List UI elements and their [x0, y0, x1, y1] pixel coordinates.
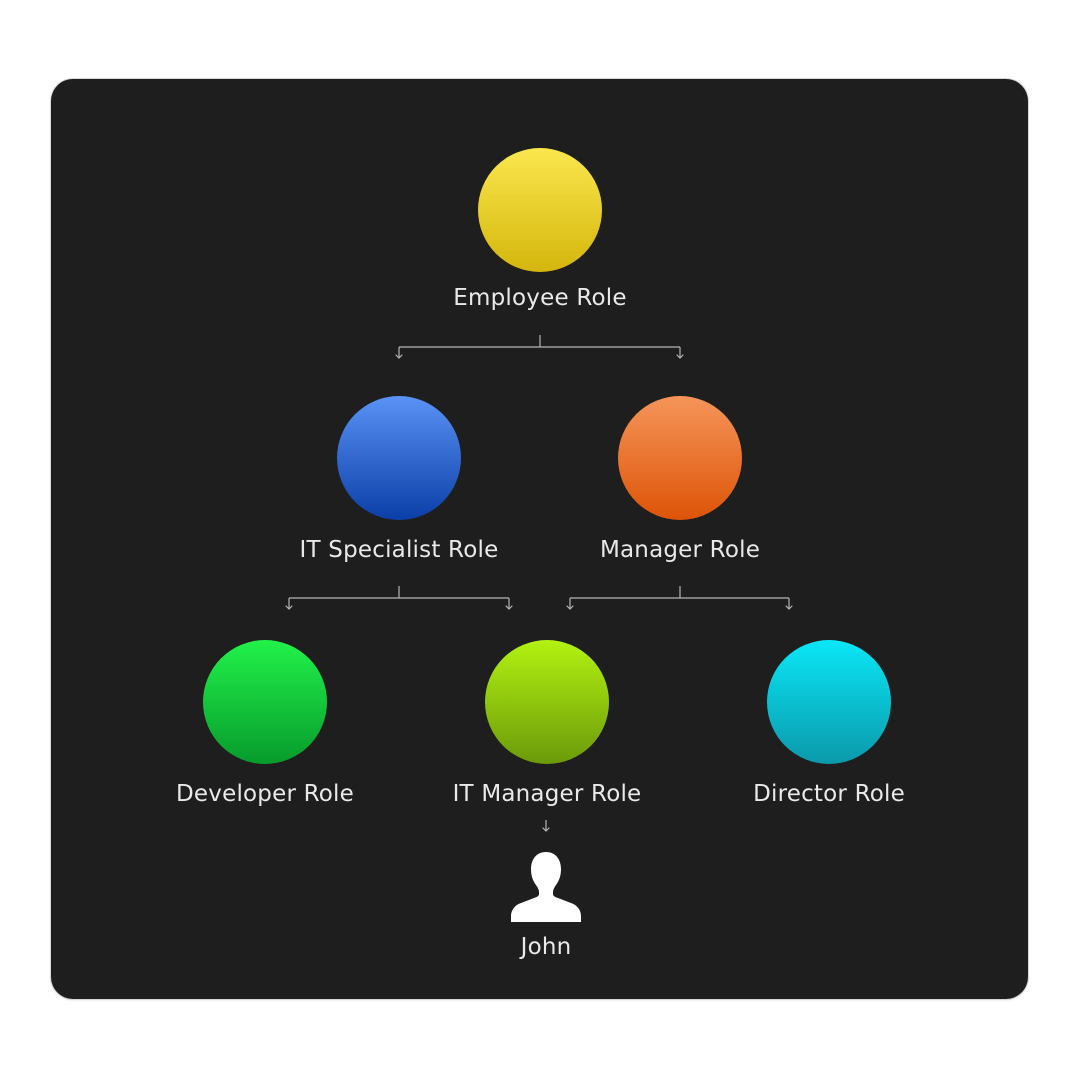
- label-it-specialist-role: IT Specialist Role: [299, 537, 499, 563]
- user-silhouette-icon: [511, 852, 581, 922]
- edge-it-specialist-branch: [288, 586, 510, 609]
- arrowhead-it-specialist: [395, 354, 403, 359]
- arrowhead-john: [542, 827, 550, 832]
- arrowhead-manager: [676, 354, 684, 359]
- label-developer-role: Developer Role: [176, 781, 354, 807]
- edge-manager-branch: [569, 586, 790, 609]
- arrowhead-director: [785, 605, 793, 610]
- node-employee-role: [478, 148, 602, 272]
- node-manager-role: [618, 396, 742, 520]
- arrowhead-it-manager-from-manager: [566, 605, 574, 610]
- label-manager-role: Manager Role: [599, 537, 761, 563]
- label-director-role: Director Role: [753, 781, 905, 807]
- arrowhead-developer: [285, 605, 293, 610]
- node-it-manager-role: [485, 640, 609, 764]
- node-developer-role: [203, 640, 327, 764]
- label-user-john: John: [520, 934, 572, 960]
- arrowhead-it-manager-from-it-specialist: [505, 605, 513, 610]
- edge-employee-to-it-specialist-and-manager: [399, 335, 680, 348]
- label-it-manager-role: IT Manager Role: [452, 781, 642, 807]
- node-it-specialist-role: [337, 396, 461, 520]
- node-director-role: [767, 640, 891, 764]
- label-employee-role: Employee Role: [453, 285, 627, 311]
